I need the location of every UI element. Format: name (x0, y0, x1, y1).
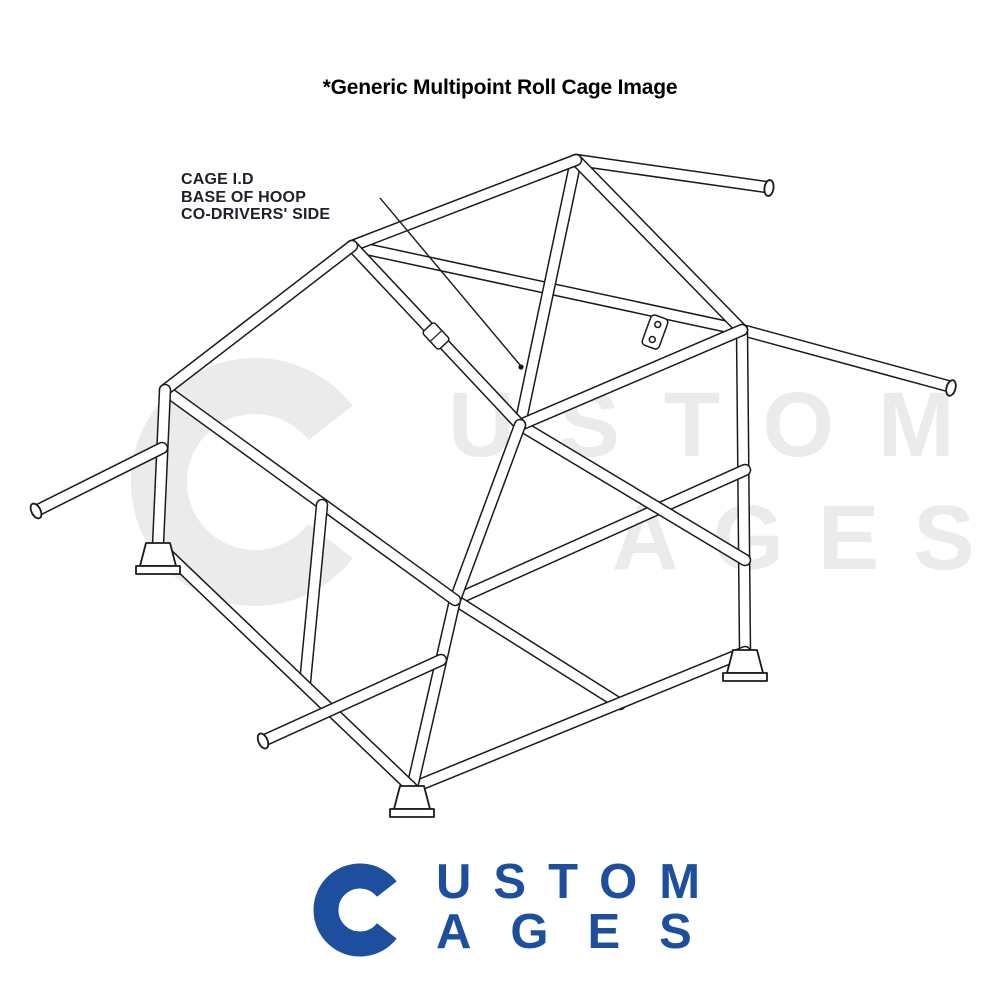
callout-line-3: CO-DRIVERS' SIDE (181, 206, 331, 223)
front-cut-tubes (29, 441, 448, 750)
gusset-plate-detail (641, 314, 669, 350)
callout-leader-line (379, 197, 524, 370)
image-caption: *Generic Multipoint Roll Cage Image (322, 76, 678, 99)
left-side-tubes (151, 239, 462, 795)
mounting-feet (135, 542, 768, 818)
logo-c-glyph (313, 863, 397, 957)
cage-id-callout: CAGE I.D BASE OF HOOP CO-DRIVERS' SIDE (181, 171, 330, 224)
rear-stay-tubes (569, 153, 957, 397)
callout-line-1: CAGE I.D (181, 171, 254, 188)
logo-text-bottom: AGES (436, 905, 731, 959)
tube-clamp-detail (422, 322, 450, 350)
roof-tubes (345, 153, 749, 432)
callout-line-2: BASE OF HOOP (181, 188, 307, 206)
right-side-tubes (405, 323, 752, 795)
logo-text-top: USTOM (436, 855, 723, 909)
